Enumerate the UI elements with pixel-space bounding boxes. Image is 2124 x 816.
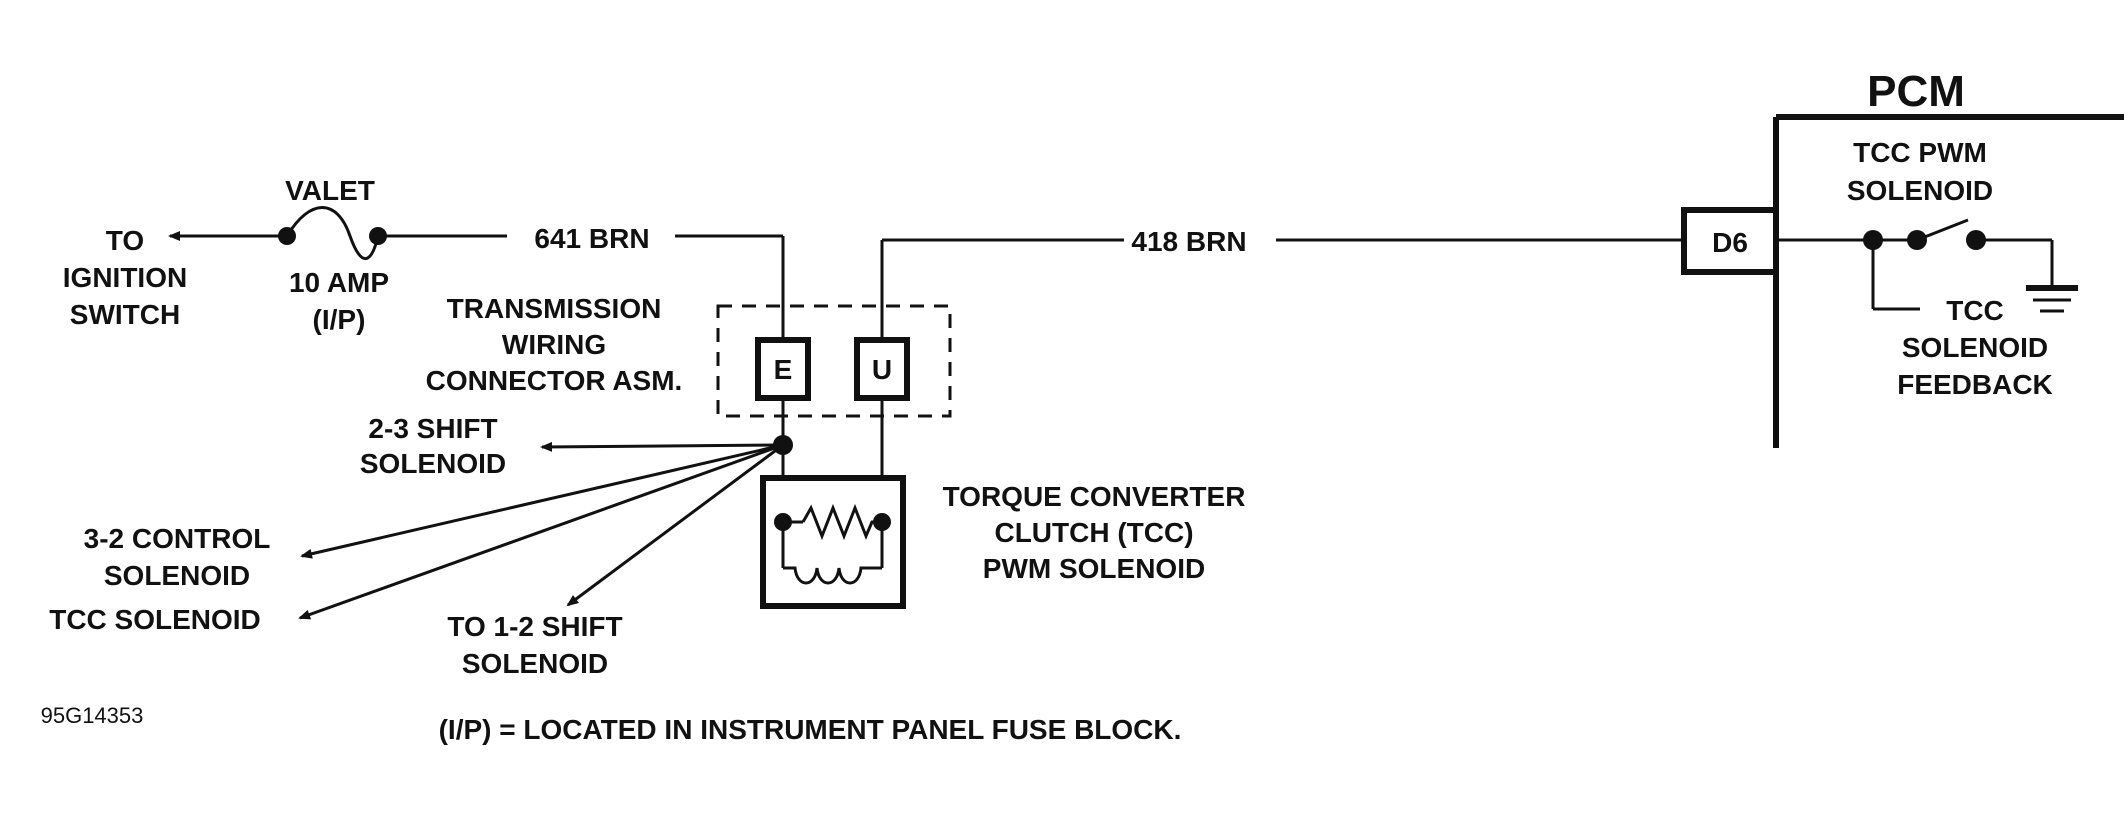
fuse-rating-line-1: 10 AMP — [289, 267, 389, 298]
tcc-pwm-solenoid-line-2: CLUTCH (TCC) — [994, 517, 1193, 548]
coil-resistor-symbol — [801, 503, 882, 541]
to-ignition-line-1: TO — [106, 225, 144, 256]
connector-outline — [716, 304, 952, 418]
control-32-line-1: 3-2 CONTROL — [84, 523, 271, 554]
shift-12-line-2: SOLENOID — [462, 648, 608, 679]
tcc-pwm-solenoid-line-3: PWM SOLENOID — [983, 553, 1205, 584]
connector-label-line-3: CONNECTOR ASM. — [426, 365, 683, 396]
control-32-line-2: SOLENOID — [104, 560, 250, 591]
pcm-switch-blade — [1916, 218, 1969, 242]
tcc-pwm-line-2: SOLENOID — [1847, 175, 1993, 206]
pcm-label: PCM — [1867, 67, 1965, 116]
branch-1-2-shift — [566, 443, 784, 607]
branch-2-3-shift — [540, 441, 784, 452]
shift-23-line-1: 2-3 SHIFT — [368, 413, 497, 444]
to-ignition-line-2: IGNITION — [63, 262, 187, 293]
connector-label-line-2: WIRING — [502, 329, 606, 360]
to-ignition-line-3: SWITCH — [70, 299, 180, 330]
figure-id: 95G14353 — [41, 703, 144, 728]
branch-tcc-solenoid — [298, 443, 784, 620]
fuse-symbol — [285, 206, 380, 261]
tcc-feedback-line-1: TCC — [1946, 295, 2004, 326]
tcc-solenoid-label: TCC SOLENOID — [49, 604, 261, 635]
tcc-pwm-solenoid-box — [760, 475, 906, 609]
fuse-rating-line-2: (I/P) — [313, 304, 366, 335]
tcc-feedback-line-3: FEEDBACK — [1897, 369, 2053, 400]
wire-641-label: 641 BRN — [534, 223, 649, 254]
coil-winding-symbol — [783, 566, 882, 585]
pin-u-label: U — [872, 354, 892, 385]
pin-e-label: E — [774, 354, 793, 385]
branch-3-2-control — [300, 443, 784, 559]
tcc-pwm-solenoid-line-1: TORQUE CONVERTER — [943, 481, 1246, 512]
shift-12-line-1: TO 1-2 SHIFT — [447, 611, 622, 642]
footnote: (I/P) = LOCATED IN INSTRUMENT PANEL FUSE… — [439, 714, 1182, 745]
fuse-node-left — [278, 227, 296, 245]
tcc-pwm-line-1: TCC PWM — [1853, 137, 1987, 168]
pin-d6-label: D6 — [1712, 227, 1748, 258]
tcc-feedback-line-2: SOLENOID — [1902, 332, 2048, 363]
shift-23-line-2: SOLENOID — [360, 448, 506, 479]
valet-label: VALET — [285, 175, 375, 206]
wire-418-label: 418 BRN — [1131, 226, 1246, 257]
connector-label-line-1: TRANSMISSION — [447, 293, 662, 324]
